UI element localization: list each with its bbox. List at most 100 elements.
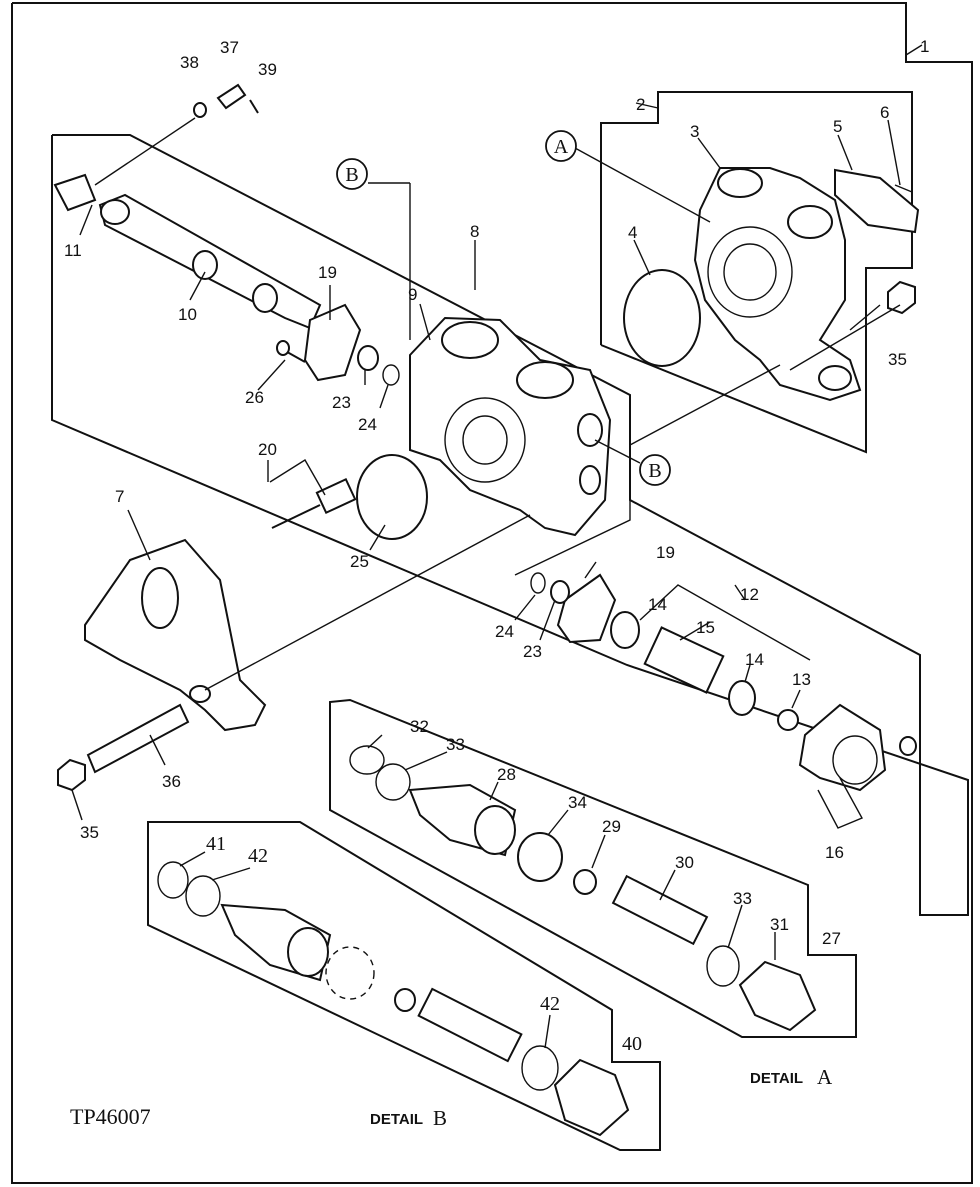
relief-valve-body-detail-b (220, 903, 332, 982)
callout-27: 27 (822, 929, 841, 948)
callout-4: 4 (628, 223, 637, 242)
spring-detail-b (417, 987, 523, 1063)
callout-14-right: 14 (745, 650, 764, 669)
callout-23-lower: 23 (523, 642, 542, 661)
frame-group-1 (11, 2, 973, 1184)
callout-42-b: 42 (540, 993, 560, 1015)
detail-a-letter: A (817, 1065, 833, 1089)
callout-39: 39 (258, 60, 277, 79)
detail-a-label: DETAIL A (750, 1065, 833, 1089)
oring-part-4 (623, 269, 701, 367)
callout-11: 11 (64, 241, 82, 260)
ref-marker-b-lower-label: B (648, 460, 661, 482)
spool-end-part-11 (53, 173, 97, 212)
callout-26: 26 (245, 388, 264, 407)
cap-plate-part-19-upper (303, 303, 362, 382)
callout-9: 9 (408, 285, 417, 304)
ref-marker-a-label: A (554, 136, 569, 158)
pin-part-37 (216, 83, 247, 110)
oring-part-42-a (185, 875, 221, 917)
callout-12: 12 (740, 585, 759, 604)
callout-7: 7 (115, 487, 124, 506)
callout-13: 13 (792, 670, 811, 689)
oring-part-24-lower (530, 572, 546, 594)
callout-2: 2 (636, 95, 645, 114)
callout-40: 40 (622, 1033, 642, 1055)
oring-part-32 (349, 745, 385, 775)
detail-b-prefix: DETAIL (370, 1111, 423, 1128)
spring-part-30 (611, 874, 709, 946)
callout-35-upper: 35 (888, 350, 907, 369)
callout-35-lower: 35 (80, 823, 99, 842)
stop-part-13 (777, 709, 799, 731)
oring-part-41 (157, 861, 189, 899)
cover-part-3 (693, 167, 862, 402)
callout-14-left: 14 (648, 595, 667, 614)
frame-group-8 (51, 134, 969, 916)
plug-part-40 (553, 1058, 630, 1137)
spring-part-15 (643, 626, 725, 694)
screw-part-26 (276, 340, 306, 363)
ref-marker-a: A (545, 130, 577, 162)
callout-31: 31 (770, 915, 789, 934)
cap-plate-part-19-lower (556, 573, 617, 644)
callout-6: 6 (880, 103, 889, 122)
detail-a-prefix: DETAIL (750, 1070, 803, 1087)
washer-part-23-upper (357, 345, 379, 371)
callout-33-a: 33 (446, 735, 465, 754)
oring-part-33-b (706, 945, 740, 987)
callout-24-upper: 24 (358, 415, 377, 434)
callout-29: 29 (602, 817, 621, 836)
spring-assy-part-20 (271, 477, 357, 529)
sleeve-dashed-detail-b (325, 946, 375, 1000)
ref-marker-b-upper: B (336, 158, 368, 190)
callouts: 1 2 3 4 5 6 7 8 9 10 11 12 13 14 14 15 1… (64, 37, 929, 1055)
callout-1: 1 (920, 37, 929, 56)
frame-group-2 (600, 91, 913, 454)
callout-41: 41 (206, 833, 226, 855)
poppet-part-29 (573, 869, 597, 895)
callout-36: 36 (162, 772, 181, 791)
cap-part-16 (798, 703, 917, 792)
nut-part-35-upper (887, 280, 916, 315)
bracket-16 (817, 777, 863, 829)
callout-15: 15 (696, 618, 715, 637)
callout-33-b: 33 (733, 889, 752, 908)
poppet-detail-b (394, 988, 416, 1012)
callout-30: 30 (675, 853, 694, 872)
oring-part-25 (356, 454, 428, 540)
callout-32: 32 (410, 717, 429, 736)
oring-part-24-upper (382, 364, 400, 386)
callout-23-upper: 23 (332, 393, 351, 412)
ref-marker-b-upper-label: B (345, 164, 358, 186)
relief-valve-part-28 (408, 783, 517, 857)
callout-8: 8 (470, 222, 479, 241)
cotter-part-39 (249, 99, 259, 114)
callout-10: 10 (178, 305, 197, 324)
callout-19-upper: 19 (318, 263, 337, 282)
valve-body-part-9 (409, 316, 612, 537)
spool-part-10 (98, 193, 322, 330)
oring-part-33-a (375, 763, 411, 801)
detail-a-frame (329, 698, 857, 1038)
detail-b-letter: B (433, 1106, 447, 1130)
washer-part-23-lower (550, 580, 570, 604)
detail-b-label: DETAIL B (370, 1106, 447, 1130)
seat-part-14-left (610, 611, 640, 649)
callout-42-a: 42 (248, 845, 268, 867)
callout-28: 28 (497, 765, 516, 784)
callout-38: 38 (180, 53, 199, 72)
ref-marker-b-lower: B (639, 454, 671, 486)
oring-part-42-b (521, 1045, 559, 1091)
plug-part-31 (738, 960, 817, 1032)
washer-part-38 (193, 102, 207, 118)
plate-part-5 (834, 168, 920, 234)
bracket-part-7 (84, 538, 267, 732)
callout-5: 5 (833, 117, 842, 136)
callout-19-lower: 19 (656, 543, 675, 562)
bolt-part-36 (86, 703, 190, 774)
detail-b-frame (147, 821, 661, 1151)
callout-24-lower: 24 (495, 622, 514, 641)
